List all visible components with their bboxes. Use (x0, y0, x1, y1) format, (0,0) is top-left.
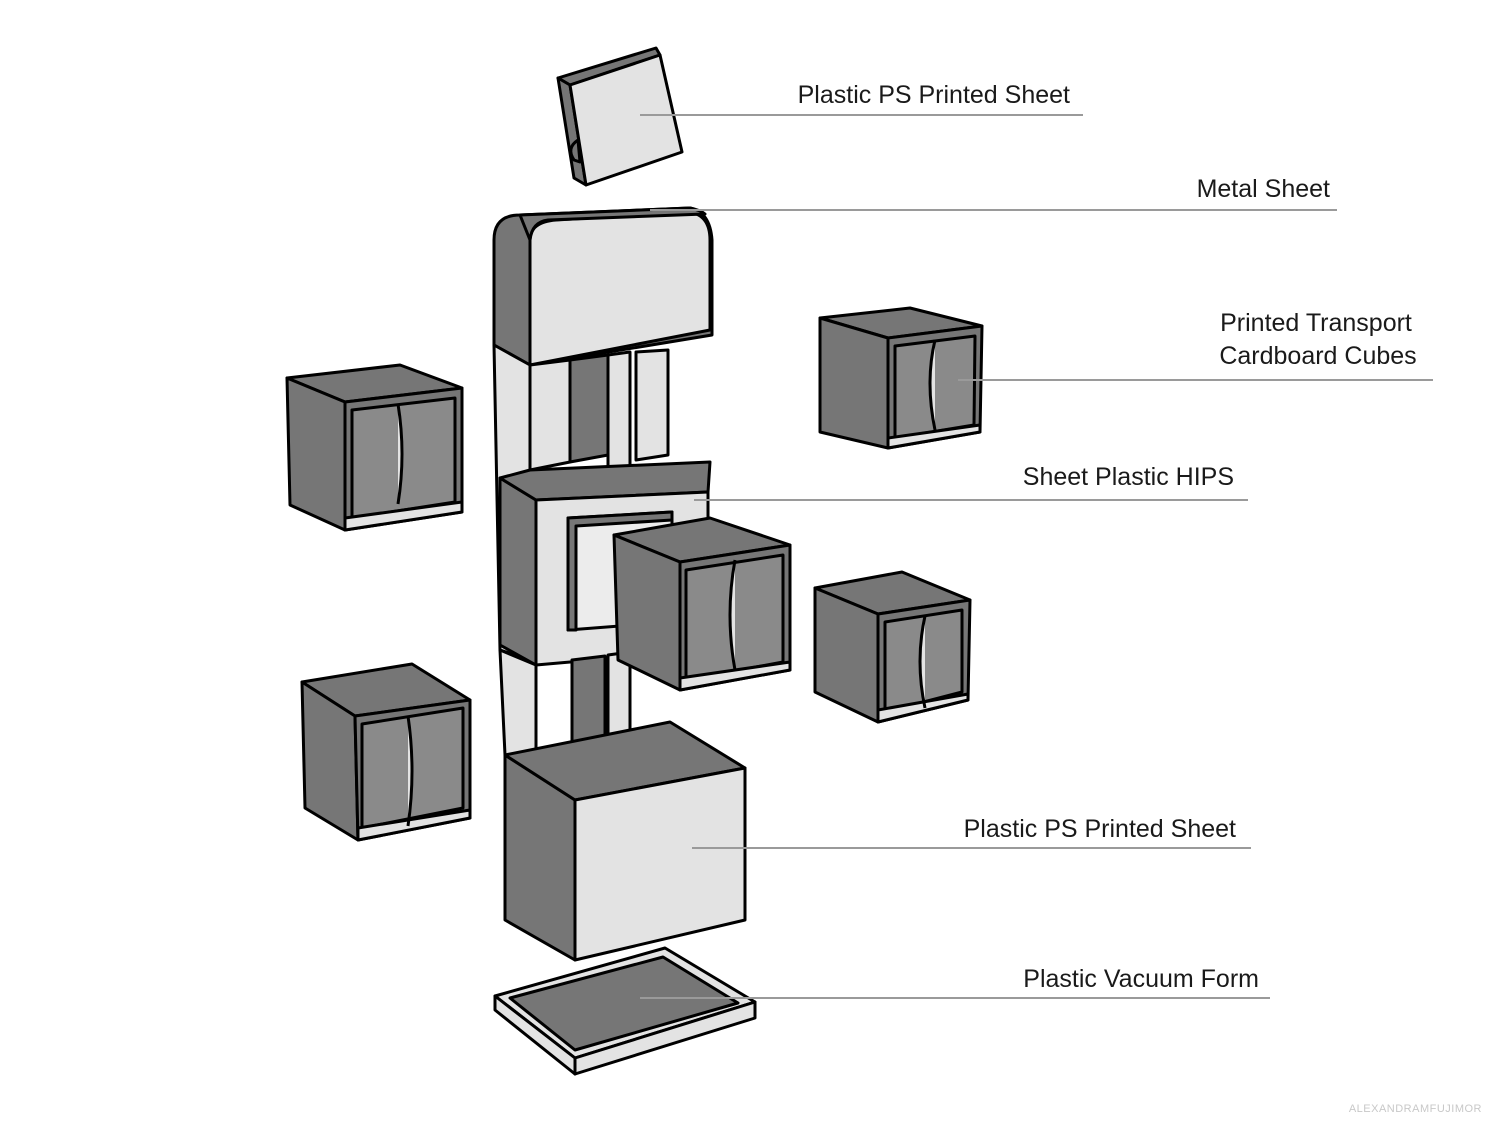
watermark: ALEXANDRAMFUJIMOR (1349, 1103, 1482, 1115)
label-vacuum-form: Plastic Vacuum Form (1023, 965, 1259, 993)
cube-lower-left (300, 662, 472, 842)
cube-middle-right (813, 570, 972, 724)
cube-center-front (612, 516, 792, 692)
label-bottom-sheet: Plastic PS Printed Sheet (964, 815, 1236, 843)
label-top-sheet: Plastic PS Printed Sheet (798, 81, 1070, 109)
label-hips: Sheet Plastic HIPS (1023, 463, 1234, 491)
label-metal-sheet: Metal Sheet (1197, 175, 1330, 203)
cube-upper-right (818, 306, 984, 450)
label-cubes-line2: Cardboard Cubes (1219, 342, 1416, 370)
cube-upper-left (285, 363, 464, 532)
label-cubes-line1: Printed Transport (1220, 309, 1412, 337)
top-printed-sheet-part (556, 46, 684, 187)
